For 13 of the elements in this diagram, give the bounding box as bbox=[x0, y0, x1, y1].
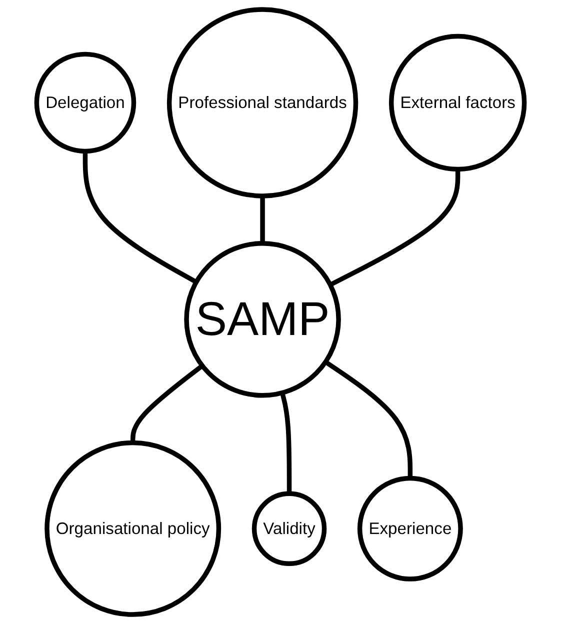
node-circle bbox=[44, 440, 222, 617]
node-circle bbox=[252, 491, 327, 566]
connector bbox=[82, 151, 198, 284]
connector bbox=[280, 392, 292, 494]
node-circle bbox=[388, 34, 527, 172]
connector bbox=[260, 196, 265, 244]
connector bbox=[324, 360, 413, 478]
node-circle bbox=[184, 240, 341, 398]
node-circle bbox=[34, 52, 136, 154]
node-circle bbox=[166, 7, 358, 198]
node-circle bbox=[357, 476, 463, 582]
connector bbox=[130, 364, 204, 443]
connector bbox=[329, 169, 460, 287]
